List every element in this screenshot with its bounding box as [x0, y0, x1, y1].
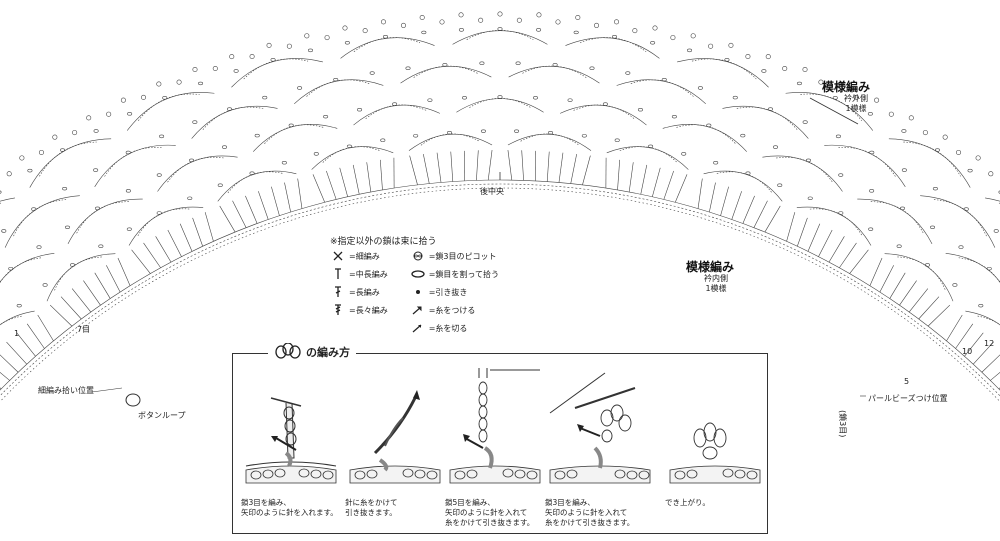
legend-label: =鎖3目のピコット — [428, 251, 497, 261]
count-10-label: 10 — [962, 347, 973, 356]
howto-title-text: の編み方 — [306, 346, 350, 359]
legend-note: ※指定以外の鎖は束に拾う — [330, 237, 437, 247]
step-3-illustration-icon — [449, 368, 541, 484]
pattern-inner-repeat: 1模様 — [705, 284, 727, 293]
row-count-label: 7目 — [77, 325, 91, 334]
slip-stitch-icon — [415, 290, 420, 294]
howto-step-4: 鎖3目を編み、 矢印のように針を入れて 糸をかけて引き抜きます。 — [545, 358, 651, 528]
symbol-legend: ※指定以外の鎖は束に拾う =細編み =中長編み =長編み =長々編み — [330, 234, 530, 334]
legend-item: =細編み — [330, 250, 388, 262]
howto-step-caption: 鎖3目を編み、 矢印のように針を入れて 糸をかけて引き抜きます。 — [545, 498, 635, 527]
sc-symbol-icon — [333, 251, 343, 261]
legend-label: =糸をつける — [428, 305, 476, 315]
legend-item: =引き抜き — [410, 286, 499, 298]
cut-yarn-icon — [412, 324, 422, 333]
button-loop-icon — [125, 393, 141, 407]
howto-step-5: でき上がり。 — [665, 358, 761, 528]
legend-label: =長編み — [349, 287, 380, 297]
center-back-label: 後中央 — [480, 187, 504, 196]
join-yarn-icon — [412, 306, 422, 315]
legend-item: =糸を切る — [410, 322, 499, 334]
legend-item: =長編み — [330, 286, 388, 298]
howto-step-caption: 針に糸をかけて 引き抜きます。 — [345, 498, 398, 517]
howto-step-2: 針に糸をかけて 引き抜きます。 — [345, 358, 441, 528]
pattern-outer-repeat: 1模様 — [845, 104, 867, 113]
picot-howto-panel: 鎖3目を編み、 矢印のように針を入れます。 針に糸をかけて 引き抜きます。 — [232, 353, 768, 534]
howto-title: の編み方 — [268, 343, 356, 361]
howto-step-caption: 鎖5目を編み、 矢印のように針を入れて 糸をかけて引き抜きます。 — [445, 498, 535, 527]
step-1-illustration-icon — [245, 397, 337, 484]
tr-symbol-icon — [335, 304, 341, 315]
split-chain-icon — [411, 270, 425, 278]
step-2-illustration-icon — [349, 390, 441, 484]
pattern-outer-side: 衿外側 — [844, 94, 868, 103]
howto-step-1: 鎖3目を編み、 矢印のように針を入れます。 — [241, 358, 338, 528]
legend-item: =糸をつける — [410, 304, 499, 316]
step-4-illustration-icon — [549, 372, 651, 484]
legend-label: =長々編み — [349, 305, 388, 315]
legend-label: =引き抜き — [428, 287, 468, 297]
count-5-label: 5 — [904, 377, 910, 386]
legend-item: =鎖3目のピコット — [410, 250, 499, 262]
legend-right-column: =鎖3目のピコット =鎖目を割って拾う =引き抜き =糸をつける =糸を切る — [410, 250, 499, 334]
pickup-leader — [91, 387, 123, 393]
lace-rows — [0, 11, 1000, 403]
count-1-label: 1 — [14, 329, 20, 338]
hdc-symbol-icon — [335, 268, 341, 279]
legend-label: =鎖目を割って拾う — [428, 269, 500, 279]
pattern-outer-title: 模様編み — [822, 80, 871, 94]
picot-cluster-icon — [275, 343, 301, 359]
legend-label: =細編み — [349, 251, 380, 261]
legend-left-column: =細編み =中長編み =長編み =長々編み — [330, 250, 388, 334]
finished-picot-icon — [669, 422, 761, 484]
pattern-inner-side: 衿内側 — [704, 274, 728, 283]
bead-position-label: パールビーズつけ位置 — [868, 394, 948, 403]
button-loop-label: ボタンループ — [138, 411, 186, 420]
legend-item: =中長編み — [330, 268, 388, 280]
howto-step-3: 鎖5目を編み、 矢印のように針を入れて 糸をかけて引き抜きます。 — [445, 358, 541, 528]
count-12-label: 12 — [984, 339, 995, 348]
pattern-inner-title: 模様編み — [686, 260, 735, 274]
outer-repeat-bracket — [809, 97, 859, 125]
legend-label: =糸を切る — [428, 323, 468, 333]
pickup-position-label: 細編み拾い位置 — [38, 386, 94, 395]
legend-item: =長々編み — [330, 304, 388, 316]
howto-step-caption: 鎖3目を編み、 矢印のように針を入れます。 — [241, 498, 338, 517]
dc-symbol-icon — [335, 286, 341, 297]
chain-count-label: (鎖3目) — [838, 410, 847, 438]
howto-step-caption: でき上がり。 — [665, 498, 710, 507]
legend-label: =中長編み — [349, 269, 388, 279]
legend-item: =鎖目を割って拾う — [410, 268, 499, 280]
picot-symbol-icon — [413, 251, 423, 261]
